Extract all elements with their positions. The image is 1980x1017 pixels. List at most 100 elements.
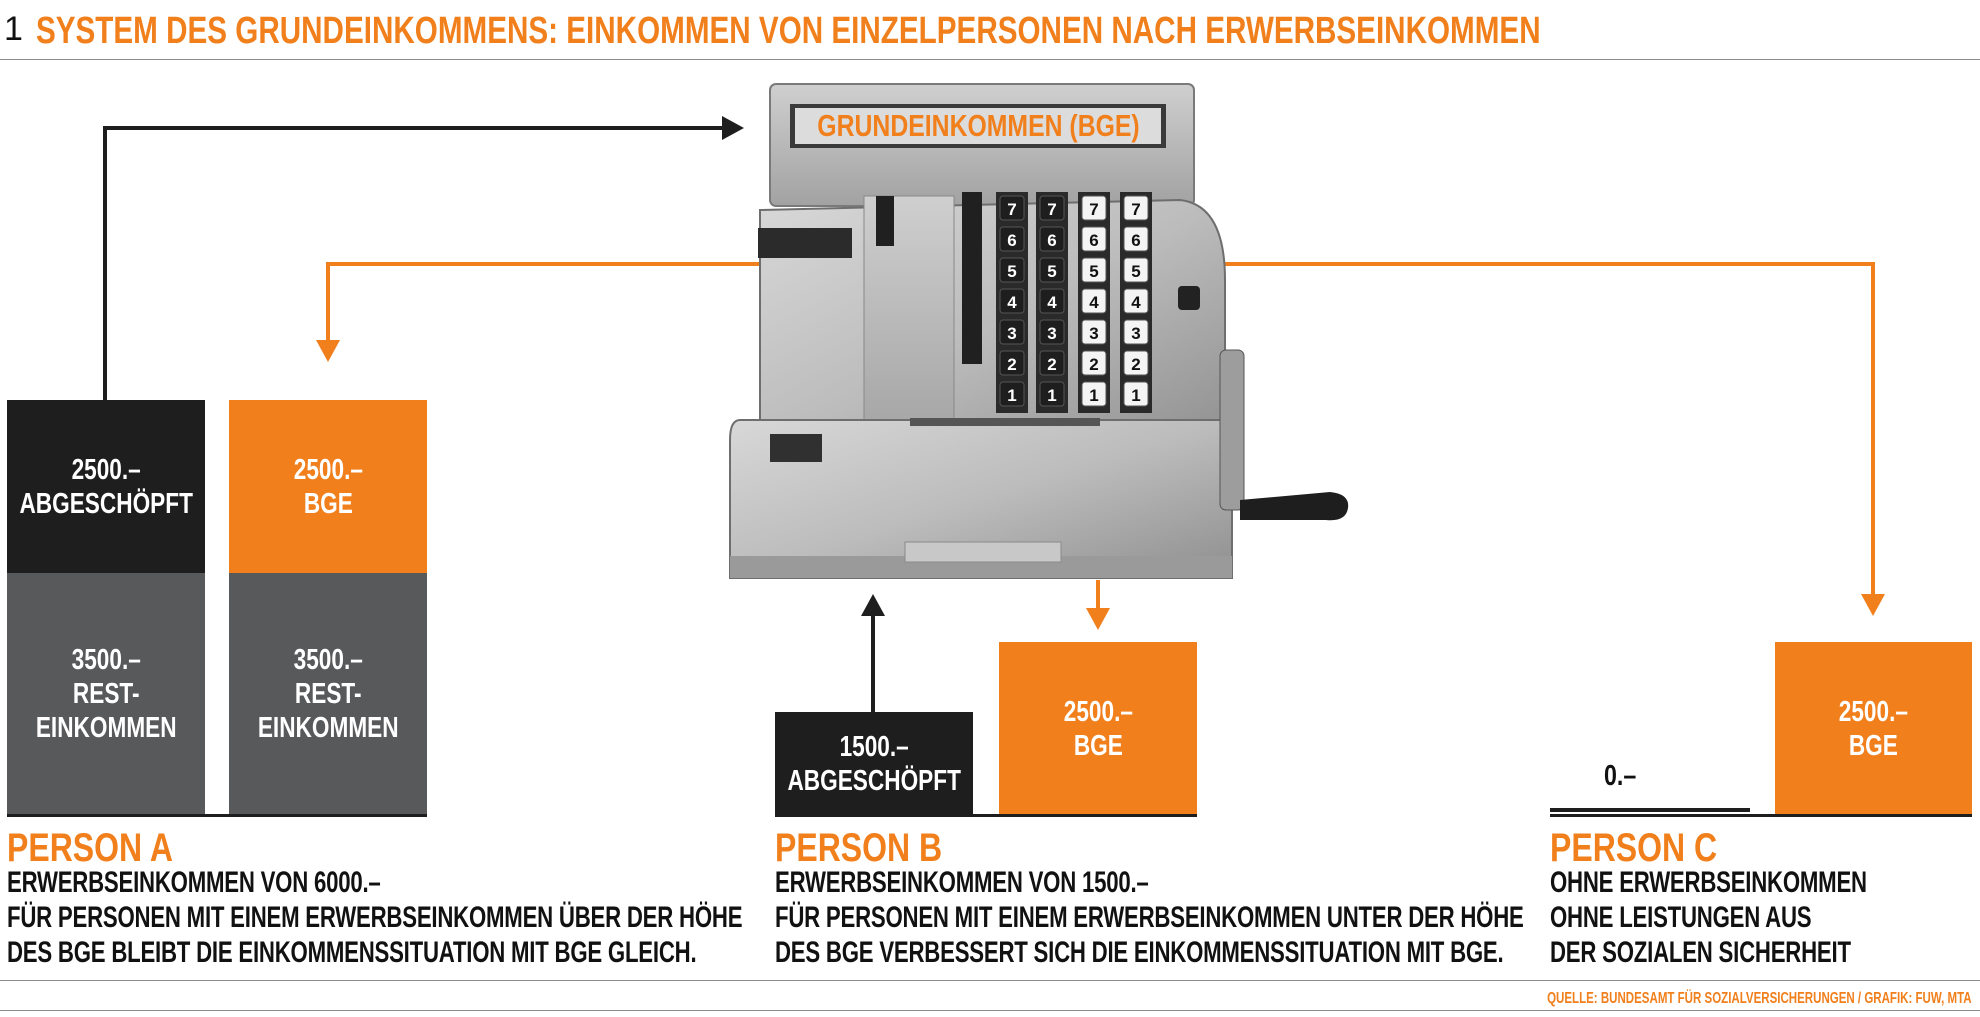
register-key-label: 4 [1007,293,1017,312]
register-key-label: 6 [1131,231,1140,250]
register-key [999,195,1025,221]
person-a-rest-value: 3500.– [71,644,141,676]
page-title: SYSTEM DES GRUNDEINKOMMENS: EINKOMMEN VO… [36,10,1541,52]
arrow-a-to-register [103,116,744,400]
person-a-rest-box-right: 3500.– REST- EINKOMMEN [229,573,427,815]
person-c-line2: OHNE LEISTUNGEN AUS [1550,901,1812,934]
register-key-label: 1 [1089,386,1098,405]
header: 1 SYSTEM DES GRUNDEINKOMMENS: EINKOMMEN … [0,0,1980,60]
person-a-abgeschoepft-label: ABGESCHÖPFT [19,487,193,520]
person-a-abgeschoepft-box: 2500.– ABGESCHÖPFT [7,400,205,573]
register-key [1039,381,1065,407]
footer-rule-top [0,980,1980,981]
register-key-label: 4 [1089,293,1099,312]
person-a-rest-box-left: 3500.– REST- EINKOMMEN [7,573,205,815]
register-key [1123,226,1149,252]
source-credit: QUELLE: BUNDESAMT FÜR SOZIALVERSICHERUNG… [1547,990,1972,1007]
person-a-line2: FÜR PERSONEN MIT EINEM ERWERBSEINKOMMEN … [7,901,743,934]
register-key [999,226,1025,252]
register-key-label: 2 [1131,355,1140,374]
person-c-name: PERSON C [1550,826,1718,870]
person-b-bge-label: BGE [1073,729,1123,762]
register-key-label: 7 [1131,200,1140,219]
register-key-label: 7 [1047,200,1056,219]
person-b-abgeschoepft-box: 1500.– ABGESCHÖPFT [775,712,973,815]
register-key [1039,350,1065,376]
register-key-label: 6 [1047,231,1056,250]
person-a-bge-box: 2500.– BGE [229,400,427,573]
footer-rule-bottom [0,1010,1980,1011]
register-key-label: 1 [1047,386,1056,405]
person-c-bge-label: BGE [1848,729,1898,762]
register-key [1039,288,1065,314]
register-key-label: 7 [1089,200,1098,219]
person-a-rest-label2-2: EINKOMMEN [257,712,399,744]
register-key-label: 2 [1089,355,1098,374]
register-key-label: 4 [1047,293,1057,312]
register-key [1123,381,1149,407]
figure-number: 1 [4,10,23,48]
register-key [1081,195,1107,221]
person-b-baseline [775,814,1197,817]
register-key [999,350,1025,376]
person-b-name: PERSON B [775,826,943,870]
register-key [1081,350,1107,376]
person-b-line3: DES BGE VERBESSERT SICH DIE EINKOMMENSSI… [775,936,1504,969]
register-key-label: 2 [1007,355,1016,374]
register-key [1081,257,1107,283]
person-a-bge-value: 2500.– [293,453,363,486]
register-key [1123,319,1149,345]
person-a-line1: ERWERBSEINKOMMEN VON 6000.– [7,866,381,899]
register-key [1039,226,1065,252]
person-a-rest-value-2: 3500.– [293,644,363,676]
register-key [999,288,1025,314]
person-a-abgeschoepft-value: 2500.– [71,453,141,486]
person-c-line3: DER SOZIALEN SICHERHEIT [1550,936,1851,969]
arrow-register-to-a [316,262,760,362]
register-key [1123,257,1149,283]
person-c-line1: OHNE ERWERBSEINKOMMEN [1550,866,1867,899]
register-key [999,319,1025,345]
person-b-line2: FÜR PERSONEN MIT EINEM ERWERBSEINKOMMEN … [775,901,1524,934]
register-key [1081,319,1107,345]
register-key-label: 2 [1047,355,1056,374]
register-key [1039,195,1065,221]
register-label-text: GRUNDEINKOMMEN (BGE) [816,108,1140,143]
arrow-b-to-register [861,594,885,712]
register-key-label: 1 [1131,386,1140,405]
register-key-label: 5 [1131,262,1140,281]
register-key-label: 5 [1047,262,1056,281]
register-key [1081,288,1107,314]
register-key-label: 3 [1047,324,1056,343]
person-b-bge-value: 2500.– [1063,695,1133,728]
register-key-label: 6 [1089,231,1098,250]
register-key-label: 5 [1089,262,1098,281]
arrow-register-to-b [1086,580,1110,630]
register-key-label: 6 [1007,231,1016,250]
register-key-label: 7 [1007,200,1016,219]
register-key [1123,350,1149,376]
register-label: GRUNDEINKOMMEN (BGE) [796,108,1160,144]
register-key [999,381,1025,407]
person-a-name: PERSON A [7,826,173,870]
person-c-bge-value: 2500.– [1838,695,1909,728]
person-c-bge-box: 2500.– BGE [1775,642,1972,815]
person-a-rest-label2: EINKOMMEN [35,712,177,744]
register-key [1081,381,1107,407]
register-key [1081,226,1107,252]
register-key [1039,257,1065,283]
person-b-abgeschoepft-value: 1500.– [839,730,909,763]
person-b-bge-box: 2500.– BGE [999,642,1197,815]
person-a-bge-label: BGE [303,487,353,520]
person-a-baseline [7,814,427,817]
person-b-abgeschoepft-label: ABGESCHÖPFT [787,764,961,797]
register-key-label: 3 [1131,324,1140,343]
person-a-rest-label1: REST- [72,678,140,710]
person-b-line1: ERWERBSEINKOMMEN VON 1500.– [775,866,1149,899]
register-key-label: 3 [1007,324,1016,343]
person-a-rest-label1-2: REST- [294,678,362,710]
person-a-line3: DES BGE BLEIBT DIE EINKOMMENSSITUATION M… [7,936,697,969]
